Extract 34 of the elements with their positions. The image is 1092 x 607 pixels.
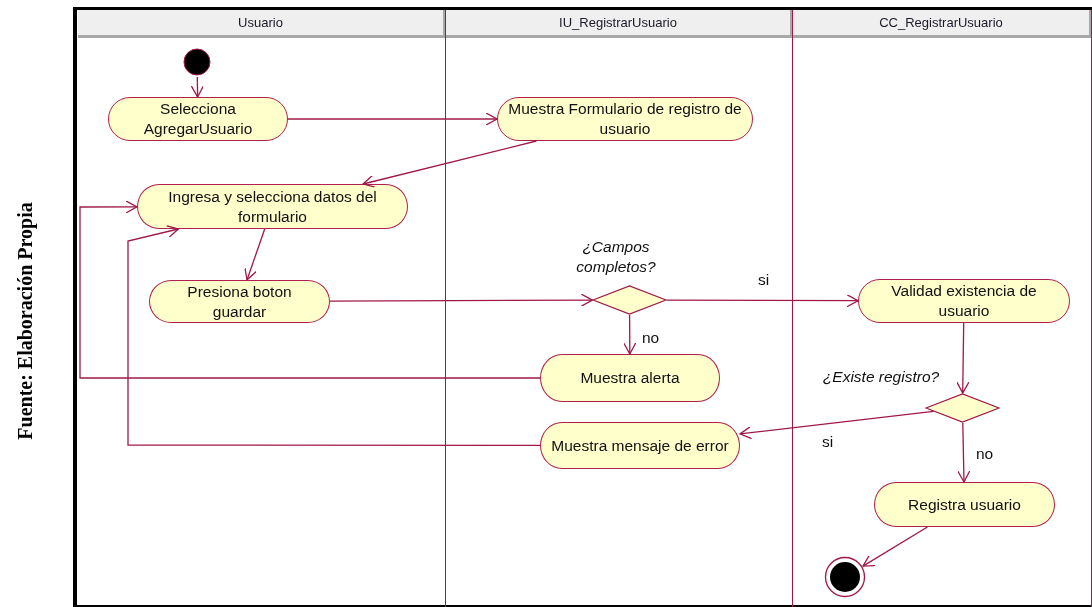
swimlane	[793, 10, 1092, 607]
activity-node: Validad existencia de usuario	[858, 279, 1070, 323]
arrow	[623, 314, 637, 355]
arrow	[127, 225, 541, 447]
arrow	[862, 526, 929, 567]
activity-node: Muestra mensaje de error	[540, 422, 740, 469]
arrow	[956, 322, 970, 394]
activity-node: Selecciona AgregarUsuario	[108, 97, 288, 141]
arrow	[362, 140, 538, 188]
arrow	[739, 410, 935, 440]
start-node	[182, 47, 212, 77]
decision-diamond	[925, 393, 1000, 423]
guard-label: ¿Campos completos?	[575, 237, 657, 277]
guard-label: ¿Existe registro?	[821, 367, 941, 387]
activity-node: Registra usuario	[874, 482, 1055, 527]
arrow	[244, 228, 266, 281]
activity-node: Muestra alerta	[540, 354, 720, 402]
activity-node: Presiona boton guardar	[149, 280, 330, 323]
arrow	[957, 422, 971, 483]
activity-node: Ingresa y selecciona datos del formulario	[137, 184, 408, 229]
end-node	[824, 556, 866, 598]
lane-header: Usuario	[78, 10, 445, 38]
activity-node: Muestra Formulario de registro de usuario	[497, 97, 753, 141]
swimlane	[446, 10, 793, 607]
arrow	[666, 294, 859, 308]
arrow	[287, 112, 498, 126]
lane-header: IU_RegistrarUsuario	[446, 10, 792, 38]
swimlane	[78, 10, 446, 607]
source-note: Fuente: Elaboración Propia	[13, 201, 38, 442]
decision-diamond	[592, 285, 667, 315]
lane-header: CC_RegistrarUsuario	[793, 10, 1091, 38]
arrow	[79, 200, 541, 379]
arrow	[190, 76, 205, 98]
arrow	[329, 293, 594, 307]
